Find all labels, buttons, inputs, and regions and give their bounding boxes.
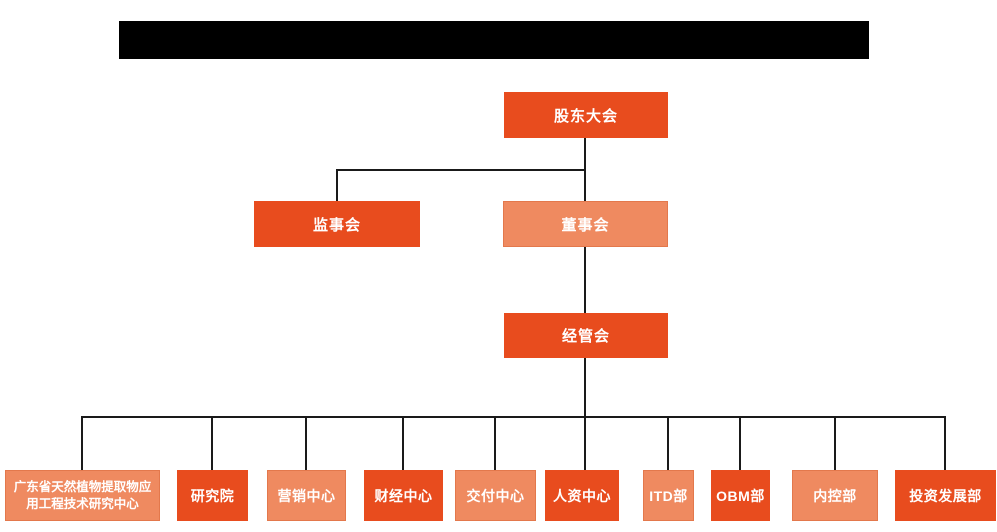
redacted-title-bar [119, 21, 869, 59]
connector-drop-dept-5 [494, 416, 496, 470]
connector-board-to-management [584, 247, 586, 313]
connector-drop-dept-1 [81, 416, 83, 470]
node-dept-investment-development: 投资发展部 [895, 470, 996, 521]
node-dept-delivery-center: 交付中心 [455, 470, 536, 521]
connector-drop-dept-2 [211, 416, 213, 470]
connector-bus-horizontal [82, 416, 946, 418]
connector-drop-dept-6 [584, 416, 586, 470]
node-shareholders-meeting: 股东大会 [504, 92, 668, 138]
node-dept-marketing-center: 营销中心 [267, 470, 346, 521]
node-dept-itd: ITD部 [643, 470, 694, 521]
connector-drop-dept-3 [305, 416, 307, 470]
node-dept-research-institute: 研究院 [177, 470, 248, 521]
node-supervisory-board: 监事会 [254, 201, 420, 247]
node-board-of-directors: 董事会 [503, 201, 668, 247]
connector-branch-horizontal [336, 169, 586, 171]
connector-drop-dept-8 [739, 416, 741, 470]
connector-drop-dept-10 [944, 416, 946, 470]
node-dept-hr-center: 人资中心 [545, 470, 619, 521]
node-dept-finance-center: 财经中心 [364, 470, 443, 521]
node-dept-obm: OBM部 [711, 470, 770, 521]
connector-management-to-bus [584, 357, 586, 417]
node-dept-internal-control: 内控部 [792, 470, 878, 521]
node-dept-research-center: 广东省天然植物提取物应用工程技术研究中心 [5, 470, 160, 521]
connector-drop-dept-7 [667, 416, 669, 470]
connector-drop-dept-4 [402, 416, 404, 470]
node-management-committee: 经管会 [504, 313, 668, 358]
connector-drop-dept-9 [834, 416, 836, 470]
connector-drop-supervisory [336, 169, 338, 201]
